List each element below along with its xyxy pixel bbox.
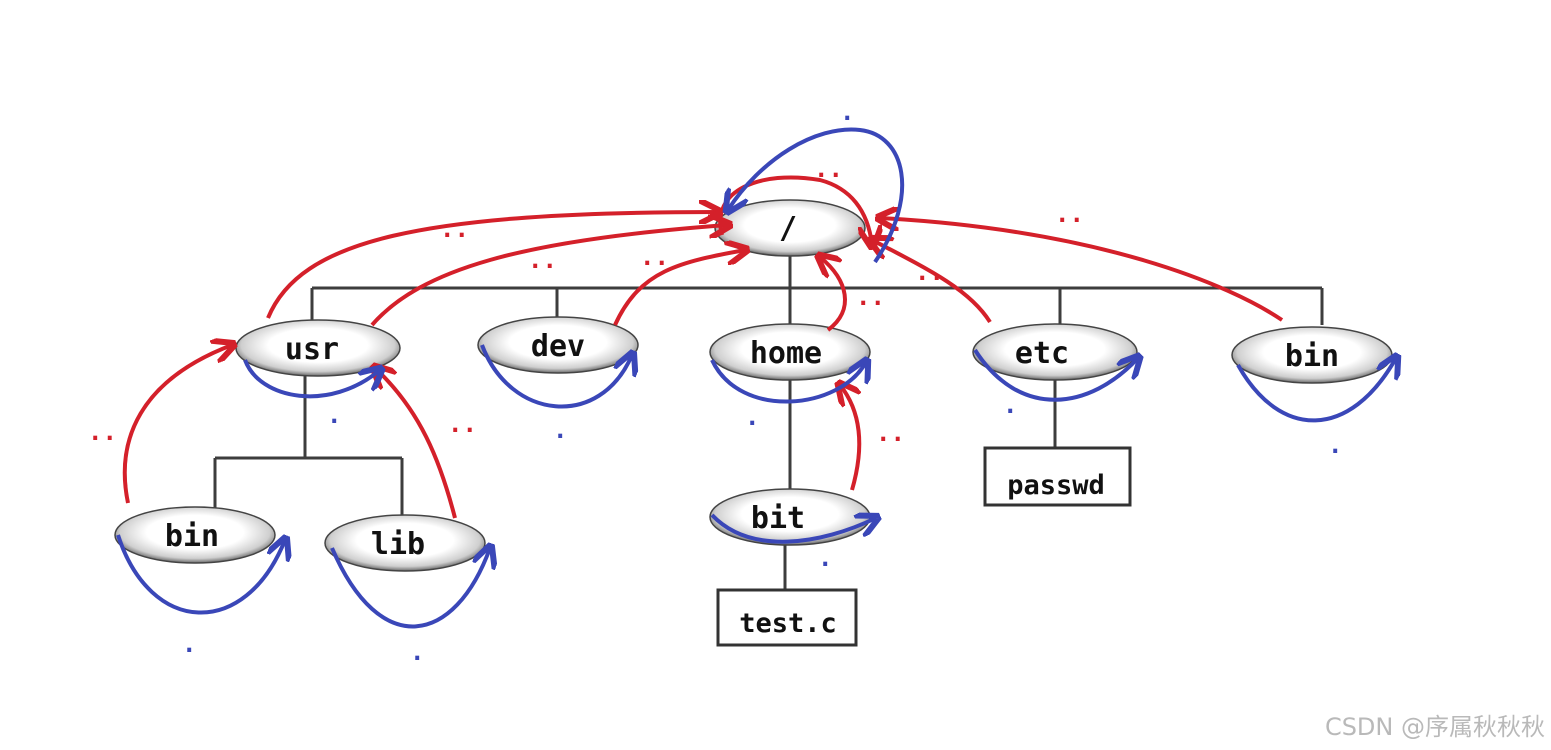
node-home: home (709, 323, 871, 381)
parent-mark: .. (1055, 200, 1084, 228)
self-mark: . (745, 403, 759, 431)
node-home-bit-label: bit (751, 501, 805, 536)
parent-marks: .. .. .. .. .. .. .. .. .. .. (88, 155, 1084, 447)
file-test-c: test.c (716, 588, 858, 647)
node-usr: usr (235, 319, 401, 377)
node-home-label: home (750, 336, 822, 371)
file-test-c-label: test.c (739, 608, 837, 639)
node-usr-lib-label: lib (371, 527, 425, 562)
node-root: / (714, 199, 866, 257)
node-root-label: / (779, 211, 797, 246)
node-etc: etc (972, 323, 1138, 381)
parent-arrows (122, 175, 1284, 519)
node-dev: dev (477, 316, 639, 374)
self-mark: . (410, 638, 424, 666)
self-mark: . (182, 630, 196, 658)
self-arrows (116, 127, 1396, 629)
watermark: CSDN @序属秋秋秋 (1324, 713, 1545, 741)
self-mark: . (840, 98, 854, 126)
node-usr-bin: bin (114, 506, 276, 564)
self-mark: . (327, 401, 341, 429)
self-mark: . (818, 544, 832, 572)
parent-mark: .. (915, 258, 944, 286)
node-usr-label: usr (285, 332, 339, 367)
parent-mark: .. (814, 155, 843, 183)
node-bin-top-label: bin (1285, 339, 1339, 374)
self-mark: . (1328, 431, 1342, 459)
self-marks: . . . . . . . . . (182, 98, 1342, 666)
file-passwd: passwd (983, 446, 1132, 507)
self-mark: . (553, 416, 567, 444)
file-passwd-label: passwd (1007, 470, 1105, 501)
parent-mark: .. (440, 215, 469, 243)
node-dev-label: dev (531, 329, 585, 364)
parent-mark: .. (448, 410, 477, 438)
node-usr-bin-label: bin (165, 519, 219, 554)
parent-mark: .. (640, 243, 669, 271)
node-home-bit: bit (709, 488, 871, 546)
node-usr-lib: lib (324, 514, 486, 572)
parent-mark: .. (876, 419, 905, 447)
parent-mark: .. (528, 246, 557, 274)
parent-mark: .. (88, 418, 117, 446)
node-bin-top: bin (1231, 326, 1393, 384)
tree-lines (213, 255, 1324, 590)
self-mark: . (1003, 391, 1017, 419)
node-etc-label: etc (1015, 336, 1069, 371)
parent-mark: .. (856, 283, 885, 311)
